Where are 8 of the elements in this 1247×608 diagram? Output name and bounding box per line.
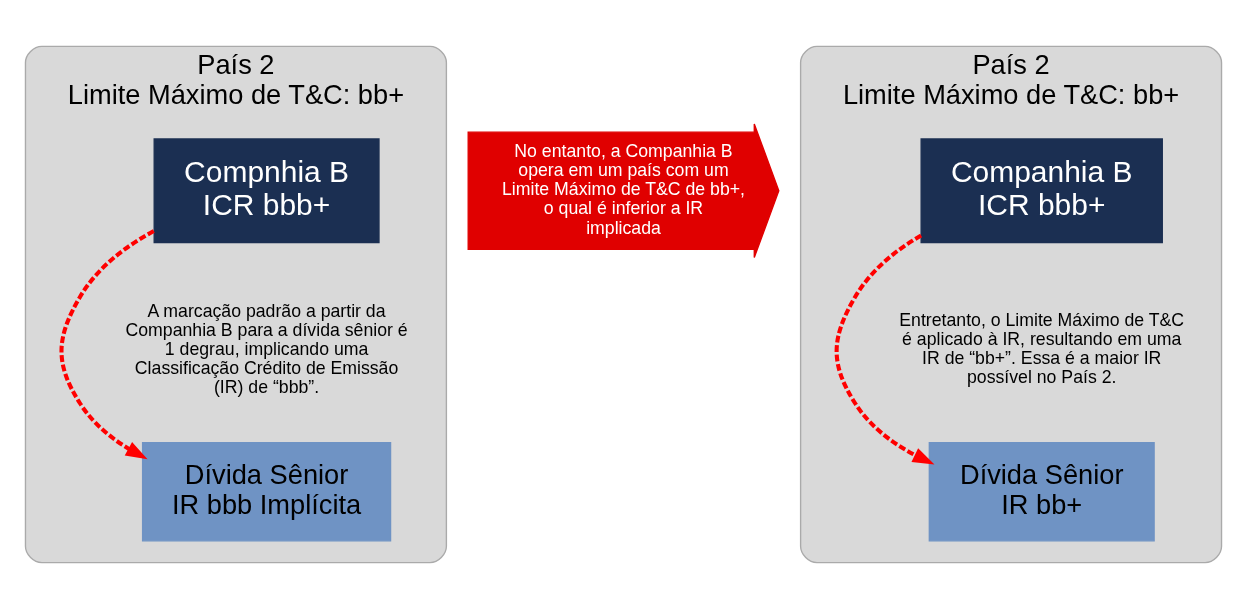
arrow bbox=[834, 233, 935, 465]
node-box: Companhia B ICR bbb+ bbox=[920, 137, 1163, 243]
arrow bbox=[59, 228, 155, 459]
label: Entretanto, o Limite Máximo de T&C é aplicado à IR, resultando em uma IR de “bb+”. Essa é a maior IR possível no País 2. bbox=[899, 309, 1185, 387]
node-box: Compnhia B ICR bbb+ bbox=[153, 137, 380, 243]
node-box: Dívida Sênior IR bbb Implícita bbox=[141, 441, 392, 542]
node-box: Dívida Sênior IR bb+ bbox=[928, 441, 1155, 542]
label: A marcação padrão a partir da Companhia B para a dívida sênior é 1 degrau, implicando uma Classificação Crédito de Emissão (IR) de “bbb”. bbox=[125, 300, 408, 397]
